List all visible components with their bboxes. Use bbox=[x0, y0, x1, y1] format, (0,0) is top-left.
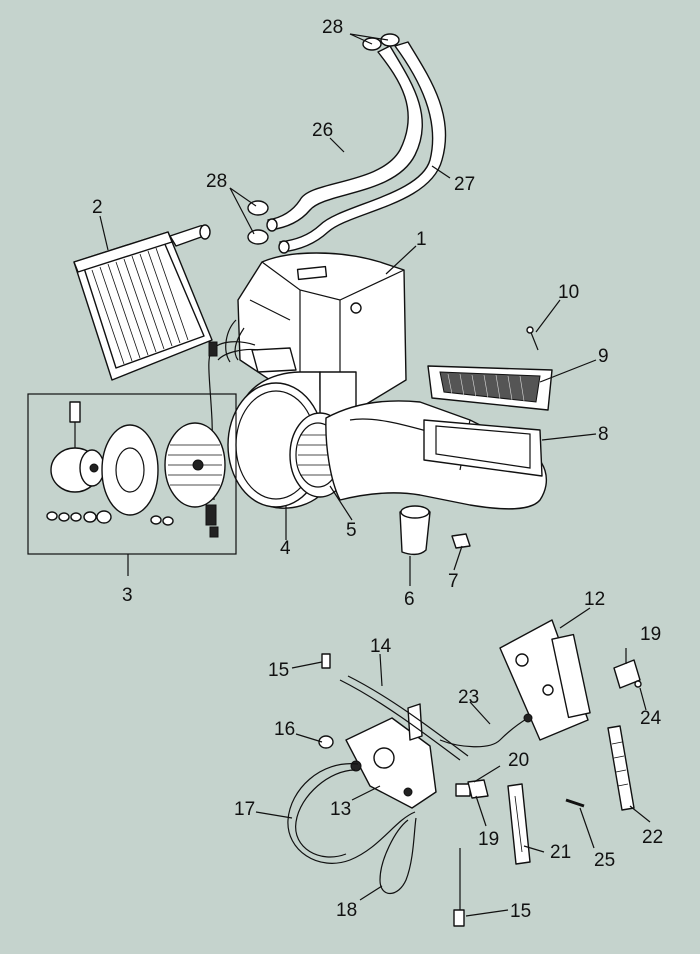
cable-18 bbox=[379, 817, 417, 895]
heater-pipes bbox=[266, 41, 447, 254]
callout-15-upper: 15 bbox=[268, 660, 289, 681]
heater-matrix bbox=[73, 224, 213, 381]
cable-23 bbox=[439, 713, 533, 748]
callout-24: 24 bbox=[640, 708, 662, 729]
callout-1: 1 bbox=[416, 229, 427, 250]
grommet-16 bbox=[318, 735, 334, 749]
callout-21: 21 bbox=[550, 842, 571, 863]
callout-28-lower: 28 bbox=[206, 171, 227, 192]
motor-assembly-box bbox=[27, 393, 237, 555]
callout-10: 10 bbox=[558, 282, 579, 303]
cable-17 bbox=[287, 763, 416, 864]
hose-clips-lower bbox=[247, 200, 269, 245]
callout-14: 14 bbox=[370, 636, 392, 657]
pin-25 bbox=[565, 798, 585, 808]
switch-15-lower bbox=[453, 848, 465, 927]
knob-19-upper bbox=[613, 659, 641, 689]
blower-motor bbox=[50, 401, 105, 493]
callout-9: 9 bbox=[598, 346, 609, 367]
cable-14 bbox=[339, 675, 469, 761]
callout-8: 8 bbox=[598, 424, 609, 445]
hose-clips-top bbox=[362, 33, 400, 51]
screw-10 bbox=[526, 326, 539, 351]
callout-13: 13 bbox=[330, 799, 351, 820]
control-lever-unit-13 bbox=[345, 703, 437, 809]
callout-6: 6 bbox=[404, 589, 415, 610]
slider-plate-21 bbox=[507, 783, 531, 865]
outlet-grille bbox=[427, 365, 553, 411]
callout-12: 12 bbox=[584, 589, 605, 610]
motor-mounting-plate bbox=[101, 424, 159, 516]
control-panel-12 bbox=[499, 619, 591, 741]
switch-15-upper bbox=[321, 653, 331, 669]
bracket-20 bbox=[467, 779, 489, 799]
callout-18: 18 bbox=[336, 900, 357, 921]
blower-impeller bbox=[164, 422, 226, 508]
outlet-seal bbox=[423, 419, 543, 477]
clip-7 bbox=[451, 533, 471, 549]
callout-5: 5 bbox=[346, 520, 357, 541]
callout-17: 17 bbox=[234, 799, 255, 820]
callout-20: 20 bbox=[508, 750, 529, 771]
callout-16: 16 bbox=[274, 719, 295, 740]
drain-tube bbox=[399, 505, 431, 556]
callout-15-lower: 15 bbox=[510, 901, 531, 922]
callout-3: 3 bbox=[122, 585, 133, 606]
motor-fixings bbox=[46, 510, 174, 526]
callout-23: 23 bbox=[458, 687, 479, 708]
callout-28-top: 28 bbox=[322, 17, 343, 38]
wiring-harness bbox=[205, 341, 259, 538]
leader-lines bbox=[99, 33, 651, 917]
callout-2: 2 bbox=[92, 197, 103, 218]
callout-22: 22 bbox=[642, 827, 663, 848]
callout-19-upper: 19 bbox=[640, 624, 661, 645]
knob-19-lower bbox=[455, 783, 471, 797]
screw-24 bbox=[634, 680, 642, 688]
callout-4: 4 bbox=[280, 538, 291, 559]
callout-26: 26 bbox=[312, 120, 333, 141]
callout-27: 27 bbox=[454, 174, 475, 195]
callout-19-lower: 19 bbox=[478, 829, 499, 850]
scale-plate-22 bbox=[607, 725, 635, 811]
callout-7: 7 bbox=[448, 571, 459, 592]
callout-25: 25 bbox=[594, 850, 615, 871]
